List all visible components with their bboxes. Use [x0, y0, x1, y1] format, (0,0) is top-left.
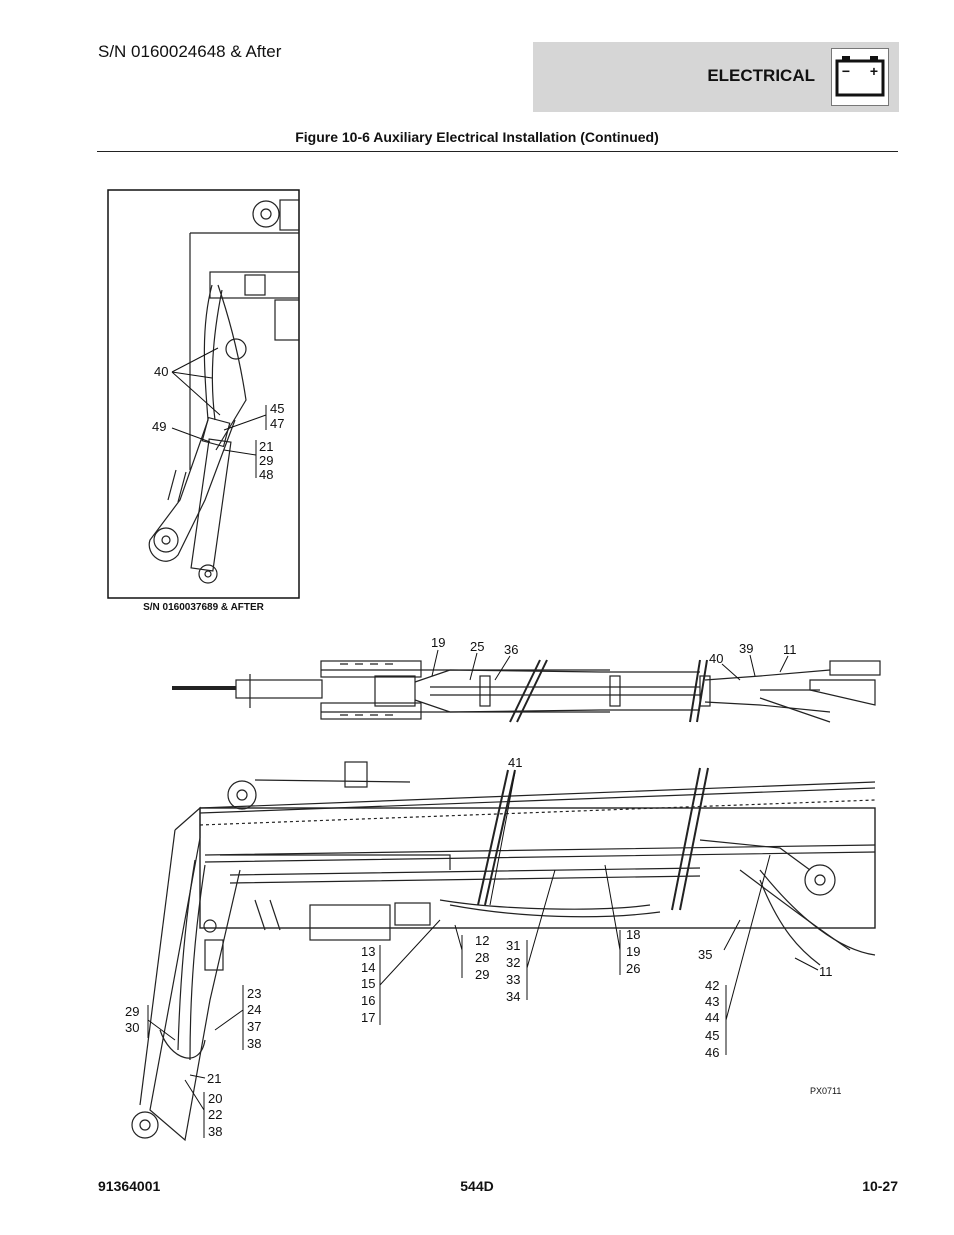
plan-callout-40: 40 [709, 651, 723, 666]
header-serial-number: S/N 0160024648 & After [98, 42, 282, 61]
side-view-drawing [131, 761, 876, 1142]
callout-47: 47 [270, 416, 284, 431]
side-callout-21: 21 [207, 1071, 221, 1086]
callout-21: 21 [259, 439, 273, 454]
callout-29: 29 [259, 453, 273, 468]
side-callout-38b: 38 [208, 1124, 222, 1139]
battery-icon: − + [831, 48, 889, 106]
side-callout-42: 42 [705, 978, 719, 993]
side-callout-38: 38 [247, 1036, 261, 1051]
header-rule [97, 151, 898, 152]
plan-callout-11: 11 [783, 642, 797, 657]
side-callout-18: 18 [626, 927, 640, 942]
battery-minus: − [842, 63, 850, 79]
drawing-id: PX0711 [810, 1086, 841, 1096]
side-callout-20: 20 [208, 1091, 222, 1106]
figure-title: Figure 10-6 Auxiliary Electrical Install… [295, 129, 659, 145]
footer-model: 544D [460, 1178, 494, 1194]
side-callout-12: 12 [475, 933, 489, 948]
side-callout-44: 44 [705, 1010, 719, 1025]
side-callout-29b: 29 [125, 1004, 139, 1019]
callout-49: 49 [152, 419, 166, 434]
side-callout-31: 31 [506, 938, 520, 953]
side-callout-19: 19 [626, 944, 640, 959]
plan-callout-36: 36 [504, 642, 518, 657]
plan-callout-25: 25 [470, 639, 484, 654]
section-header-box: ELECTRICAL − + [533, 42, 899, 112]
inset-leaders [171, 347, 267, 478]
plan-callout-19: 19 [431, 635, 445, 650]
callout-45: 45 [270, 401, 284, 416]
side-callout-35: 35 [698, 947, 712, 962]
side-callout-33: 33 [506, 972, 520, 987]
side-callout-15: 15 [361, 976, 375, 991]
side-callout-32: 32 [506, 955, 520, 970]
plan-leaders [431, 649, 789, 681]
side-callout-24: 24 [247, 1002, 261, 1017]
side-callout-11: 11 [819, 964, 833, 979]
side-callout-37: 37 [247, 1019, 261, 1034]
side-callout-41: 41 [508, 755, 522, 770]
side-callout-26: 26 [626, 961, 640, 976]
inset-frame [107, 189, 300, 599]
side-callout-45: 45 [705, 1028, 719, 1043]
side-leaders [147, 771, 819, 1138]
side-callout-28: 28 [475, 950, 489, 965]
side-callout-17: 17 [361, 1010, 375, 1025]
footer-page-number: 10-27 [862, 1178, 898, 1194]
side-callout-13: 13 [361, 944, 375, 959]
callout-40: 40 [154, 364, 168, 379]
side-callout-46: 46 [705, 1045, 719, 1060]
side-callout-29: 29 [475, 967, 489, 982]
side-callout-34: 34 [506, 989, 520, 1004]
inset-caption: S/N 0160037689 & AFTER [143, 602, 264, 613]
footer-part-number: 91364001 [98, 1178, 161, 1194]
side-callout-43: 43 [705, 994, 719, 1009]
plan-callout-39: 39 [739, 641, 753, 656]
inset-drawing [148, 199, 300, 584]
side-callout-22: 22 [208, 1107, 222, 1122]
side-callout-30: 30 [125, 1020, 139, 1035]
side-callout-14: 14 [361, 960, 375, 975]
battery-plus: + [870, 63, 878, 79]
section-title: ELECTRICAL [707, 66, 815, 85]
side-callout-23: 23 [247, 986, 261, 1001]
plan-view-drawing [172, 659, 881, 723]
side-callout-16: 16 [361, 993, 375, 1008]
callout-48: 48 [259, 467, 273, 482]
